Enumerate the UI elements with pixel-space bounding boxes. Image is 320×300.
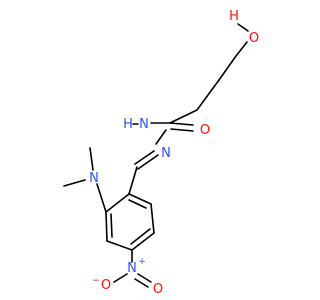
imine-nitrogen-label: N bbox=[161, 146, 171, 161]
amine-nitrogen-label: N bbox=[89, 171, 99, 186]
carbonyl-oxygen-label: O bbox=[200, 123, 210, 138]
bond-ch-ring bbox=[128, 166, 138, 195]
atom-label-layer: H O H N O N N N + O − O bbox=[89, 9, 259, 297]
bond-amine-n-methyl-left bbox=[63, 179, 86, 187]
bond-nitro-n-o-minus bbox=[113, 273, 128, 283]
hydroxyl-oxygen-label: O bbox=[249, 31, 259, 46]
hydroxyl-hydrogen-label: H bbox=[229, 9, 239, 24]
nitro-oxygen-minus-label: O bbox=[101, 278, 111, 293]
ring-bond-c4-c5 bbox=[106, 240, 133, 251]
bond-hydroxyl-h-o bbox=[237, 23, 249, 32]
bond-ring-amine-n bbox=[96, 183, 107, 213]
bond-nitro-double-b bbox=[134, 278, 149, 288]
nitro-minus-charge: − bbox=[92, 276, 100, 286]
ring-inner-double-2 bbox=[130, 228, 151, 245]
ring-bond-c1-c2 bbox=[128, 193, 152, 205]
ring-bond-c6-c1 bbox=[105, 193, 130, 213]
ring-inner-double-3 bbox=[110, 213, 113, 238]
nitro-plus-charge: + bbox=[138, 257, 146, 267]
nitro-oxygen-double-label: O bbox=[153, 282, 163, 297]
bond-amine-n-methyl-top bbox=[89, 147, 94, 171]
bond-n-n bbox=[155, 129, 167, 145]
amide-hydrogen-label: H bbox=[123, 117, 133, 132]
bond-chain-c4-c3 bbox=[218, 55, 237, 81]
bond-chain-c2-carbonyl-c bbox=[169, 109, 198, 124]
bond-hydroxyl-o-c bbox=[235, 41, 248, 57]
amide-nitrogen-label: N bbox=[139, 117, 149, 132]
nitro-nitrogen-label: N bbox=[127, 261, 137, 276]
bond-carbonyl-double-a bbox=[169, 122, 194, 126]
bond-carbonyl-double-b bbox=[170, 128, 194, 132]
bond-imine-double-a bbox=[137, 154, 159, 170]
bond-chain-c3-c2 bbox=[196, 79, 220, 111]
ring-inner-double-1 bbox=[128, 199, 147, 209]
molecule-structure-diagram: H O H N O N N N + O − O bbox=[63, 9, 259, 297]
ring-bond-c5-c6 bbox=[105, 211, 108, 242]
bond-layer bbox=[63, 41, 248, 288]
ring-bond-c3-c4 bbox=[131, 232, 155, 251]
bond-nitro-double-a bbox=[137, 273, 152, 283]
bond-imine-double-b bbox=[134, 150, 155, 165]
ring-bond-c2-c3 bbox=[150, 203, 155, 234]
